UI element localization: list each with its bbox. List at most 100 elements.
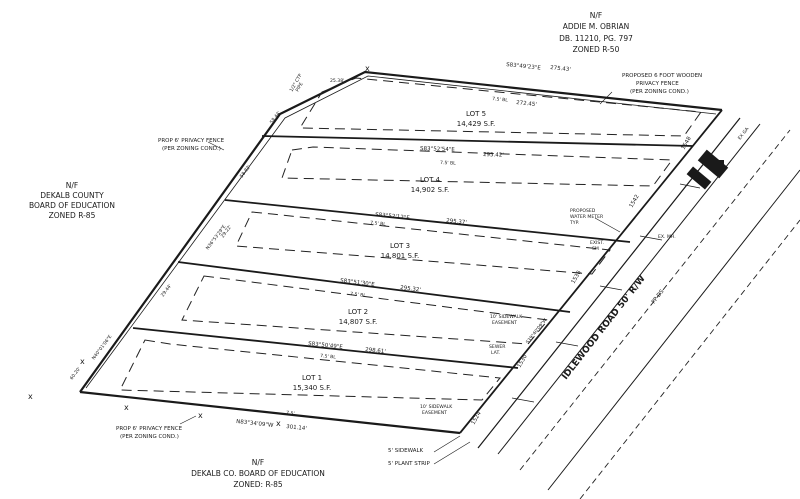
svg-text:(PER ZONING COND.): (PER ZONING COND.) bbox=[630, 89, 689, 95]
fence-x-marker: x bbox=[365, 64, 370, 73]
svg-text:PROP 6' PRIVACY FENCE: PROP 6' PRIVACY FENCE bbox=[116, 426, 183, 432]
road-right-of-way bbox=[477, 117, 800, 499]
fence-markers: x x x x x x bbox=[28, 64, 370, 428]
svg-text:PROPOSED 6 FOOT WOODEN: PROPOSED 6 FOOT WOODEN bbox=[622, 73, 702, 79]
lot3-4-distance: 295.37' bbox=[446, 218, 467, 226]
lot4-5-bearing: S83°52'54"E bbox=[420, 146, 455, 153]
line-bearings: S83°49'23"E 275.43' 272.45' 7.5' BL S83°… bbox=[236, 62, 571, 432]
south-neighbor-zone: ZONED: R-85 bbox=[233, 480, 282, 489]
road-bearing: S39°40'09"W bbox=[525, 317, 549, 345]
lot-4: LOT 4 14,902 S.F. bbox=[411, 176, 450, 194]
west-distance-5: 58.44' bbox=[269, 110, 282, 125]
top-line-distance-2: 272.45' bbox=[516, 100, 537, 108]
north-neighbor-deed: DB. 11210, PG. 797 bbox=[559, 34, 633, 43]
south-line-bearing: N83°34'09"W bbox=[236, 419, 274, 429]
west-distance-1: 60.20' bbox=[69, 366, 82, 381]
leader-lines bbox=[179, 91, 621, 465]
setback-label: 7.5' BL bbox=[350, 291, 367, 299]
lot-3: LOT 3 14,801 S.F. bbox=[381, 242, 420, 260]
lot-name: LOT 3 bbox=[390, 242, 410, 250]
south-small-distance: 7.5' bbox=[286, 410, 295, 417]
property-boundary bbox=[79, 70, 723, 435]
note-fence-north: PROPOSED 6 FOOT WOODEN PRIVACY FENCE (PE… bbox=[622, 73, 702, 95]
south-neighbor-name: DEKALB CO. BOARD OF EDUCATION bbox=[191, 469, 325, 478]
lot-name: LOT 4 bbox=[420, 176, 441, 184]
lot-1: LOT 1 15,340 S.F. bbox=[293, 374, 332, 392]
setback-label: 7.5' BL bbox=[320, 353, 337, 361]
note-fence-west: PROP 6' PRIVACY FENCE (PER ZONING COND.) bbox=[158, 138, 225, 152]
fence-x-marker: x bbox=[276, 419, 281, 428]
svg-text:PRIVACY FENCE: PRIVACY FENCE bbox=[636, 81, 679, 87]
svg-text:(PER ZONING COND.): (PER ZONING COND.) bbox=[162, 146, 221, 152]
fence-x-marker: x bbox=[80, 357, 85, 366]
note-sidewalk: 5' SIDEWALK bbox=[388, 448, 424, 454]
west-neighbor: N/F DEKALB COUNTY BOARD OF EDUCATION ZON… bbox=[29, 181, 115, 220]
west-neighbor-line1: DEKALB COUNTY bbox=[40, 191, 104, 200]
note-sidewalk-easement-2: EASEMENT bbox=[422, 410, 447, 416]
note-water-meter-3: TYP. bbox=[569, 220, 579, 226]
contour-label: 1542 bbox=[629, 194, 641, 209]
lot-name: LOT 2 bbox=[348, 308, 368, 316]
north-neighbor-zone: ZONED R-50 bbox=[573, 45, 620, 54]
note-ex-mh: EX. MH. bbox=[658, 234, 676, 240]
lot4-5-distance: 295.42' bbox=[483, 152, 504, 159]
note-plant-strip: 5' PLANT STRIP bbox=[388, 461, 431, 467]
setback-envelopes bbox=[119, 77, 702, 401]
lot-area: 14,801 S.F. bbox=[381, 252, 420, 260]
road-notes: 5' SIDEWALK 5' PLANT STRIP 10' SIDEWALK … bbox=[289, 73, 676, 467]
utility-label: PP DS bbox=[651, 288, 666, 305]
note-pipe-2: PIPE bbox=[295, 81, 305, 93]
south-neighbor-nf: N/F bbox=[252, 458, 264, 467]
fence-x-marker: x bbox=[198, 411, 203, 420]
lot-name: LOT 5 bbox=[466, 110, 486, 118]
south-line-distance: 301.14' bbox=[286, 424, 307, 432]
note-sidewalk-easement-2: EASEMENT bbox=[492, 320, 517, 326]
west-distance-4: 58.82' bbox=[239, 164, 252, 179]
lot-area: 14,902 S.F. bbox=[411, 186, 450, 194]
top-line-bearing: S83°49'23"E bbox=[506, 62, 542, 72]
top-line-distance: 275.43' bbox=[550, 65, 571, 73]
lot-2: LOT 2 14,807 S.F. bbox=[339, 308, 378, 326]
lot1-2-bearing: S83°50'49"E bbox=[308, 341, 344, 351]
setback-label: 7.5' BL bbox=[440, 160, 456, 167]
west-neighbor-line2: BOARD OF EDUCATION bbox=[29, 201, 115, 210]
contour-label: 1530 bbox=[517, 353, 529, 369]
note-water-meter-2: WATER METER bbox=[570, 214, 604, 220]
note-exist-1: EXIST. bbox=[590, 240, 604, 246]
note-fence-south: PROP 6' PRIVACY FENCE (PER ZONING COND.) bbox=[116, 426, 183, 440]
lot-lines bbox=[132, 135, 694, 369]
setback-label: 7.5' BL bbox=[370, 220, 387, 228]
svg-text:(PER ZONING COND.): (PER ZONING COND.) bbox=[120, 434, 179, 440]
lot2-3-bearing: S83°51'30"E bbox=[340, 278, 376, 288]
corner-distance: 25.38' bbox=[330, 78, 344, 84]
lot3-4-bearing: S83°52'12"E bbox=[375, 212, 411, 222]
lot1-2-distance: 298.61' bbox=[365, 347, 386, 355]
svg-text:PROP 6' PRIVACY FENCE: PROP 6' PRIVACY FENCE bbox=[158, 138, 225, 144]
note-sidewalk-easement-1: 10' SIDEWALK bbox=[420, 404, 453, 410]
west-bearing-1: N40°01'06"E bbox=[91, 334, 114, 361]
lot-area: 14,429 S.F. bbox=[457, 120, 496, 128]
note-sewer-2: LAT. bbox=[491, 350, 500, 356]
north-neighbor-name: ADDIE M. OBRIAN bbox=[563, 22, 629, 31]
note-sewer-1: SEWER bbox=[489, 344, 506, 350]
lot-area: 15,340 S.F. bbox=[293, 384, 332, 392]
contour-label: 1524 bbox=[471, 410, 483, 426]
contour-labels: 1524 1530 1536 1542 1548 bbox=[471, 135, 693, 426]
lot2-3-distance: 295.32' bbox=[400, 285, 421, 293]
west-neighbor-nf: N/F bbox=[66, 181, 78, 190]
driveway-structures bbox=[686, 149, 729, 190]
north-neighbor-nf: N/F bbox=[590, 11, 602, 20]
note-sidewalk-easement-1: 10' SIDEWALK bbox=[490, 314, 523, 320]
fence-x-marker: x bbox=[124, 403, 129, 412]
setback-label: 7.5' BL bbox=[492, 96, 509, 104]
fence-x-marker: x bbox=[28, 392, 33, 401]
west-neighbor-zone: ZONED R-85 bbox=[49, 211, 96, 220]
lot-5: LOT 5 14,429 S.F. bbox=[457, 110, 496, 128]
south-neighbor: N/F DEKALB CO. BOARD OF EDUCATION ZONED:… bbox=[191, 458, 325, 489]
lot-name: LOT 1 bbox=[302, 374, 322, 382]
note-exist-2: SM bbox=[592, 246, 599, 252]
note-water-meter-1: PROPOSED bbox=[570, 208, 596, 214]
lot-area: 14,807 S.F. bbox=[339, 318, 378, 326]
north-neighbor: N/F ADDIE M. OBRIAN DB. 11210, PG. 797 Z… bbox=[559, 11, 633, 54]
